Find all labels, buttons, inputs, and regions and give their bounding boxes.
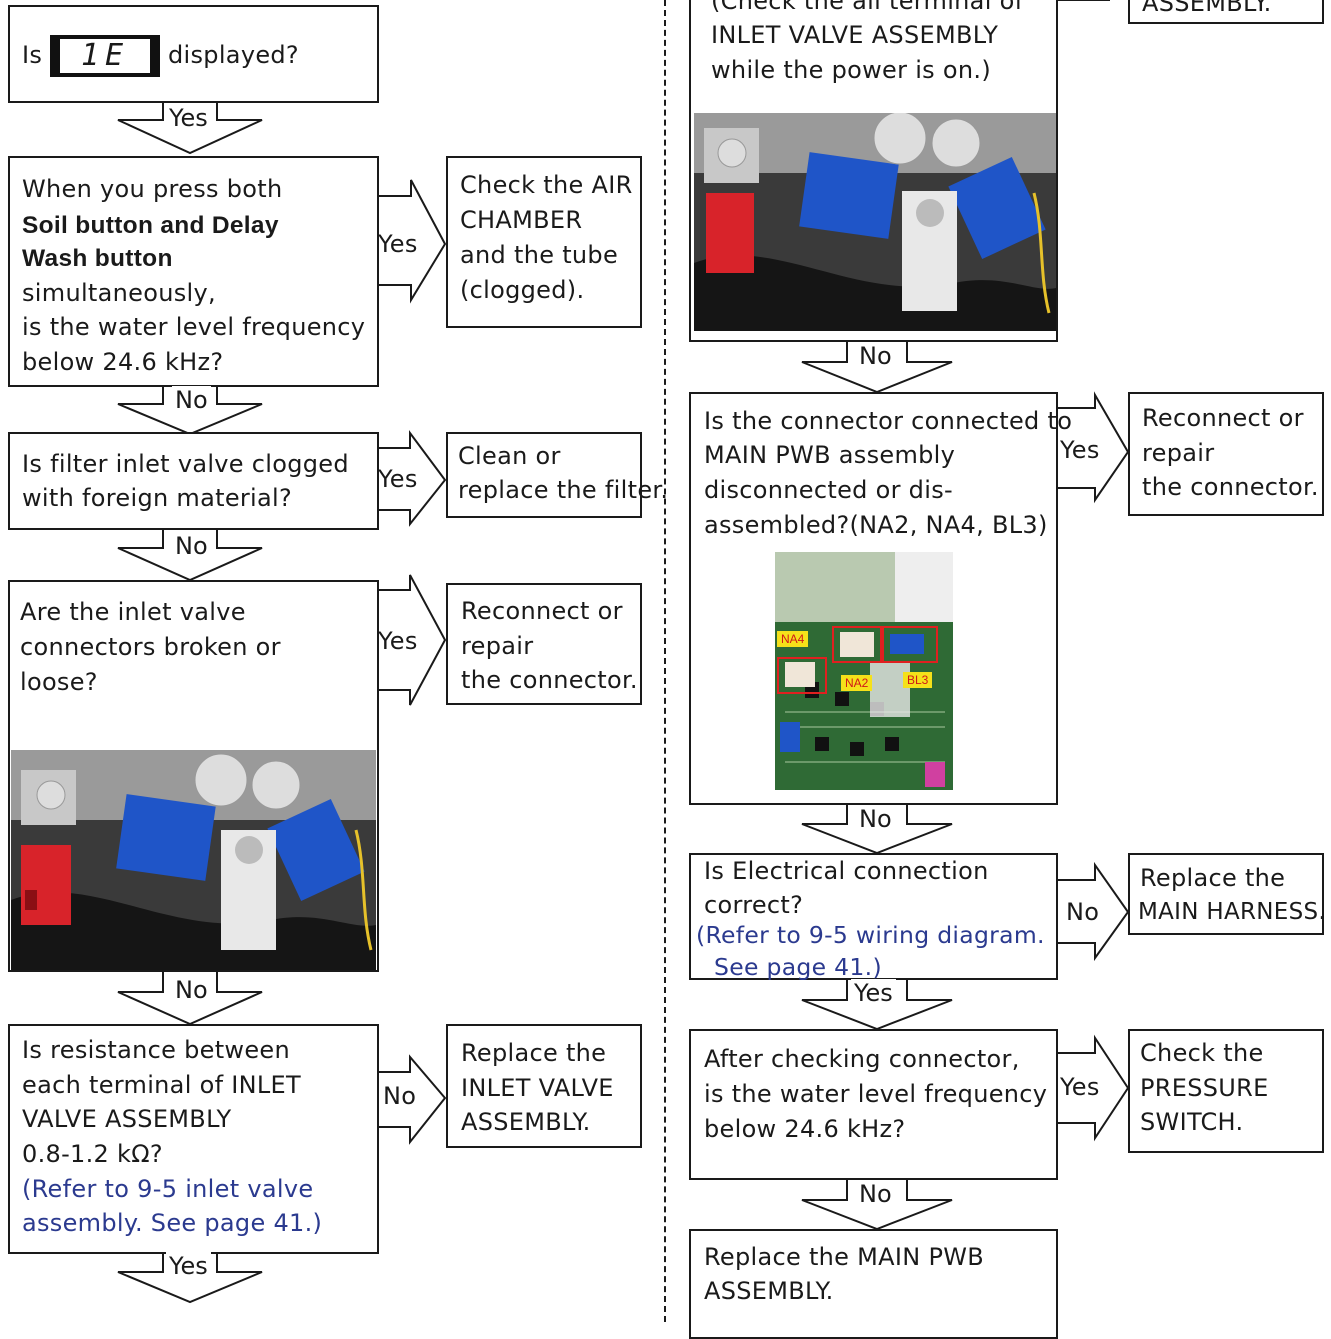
r-a4-line2: PRESSURE bbox=[1140, 1074, 1269, 1102]
a3-line2: replace the filter. bbox=[458, 476, 669, 504]
action-clean-filter bbox=[446, 432, 642, 518]
q2-rest1: simultaneously, bbox=[22, 279, 216, 307]
r-q2-line2: MAIN PWB assembly bbox=[704, 441, 956, 469]
q4-yes-label: Yes bbox=[378, 627, 418, 655]
r-q2-line1: Is the connector connected to bbox=[704, 407, 1073, 435]
action-air-chamber bbox=[446, 156, 642, 328]
q5-ref1: (Refer to 9-5 inlet valve bbox=[22, 1175, 314, 1203]
r-q3-ref1: (Refer to 9-5 wiring diagram. bbox=[696, 921, 1045, 949]
lcd-display: 1E bbox=[50, 35, 160, 77]
label-no: No bbox=[856, 342, 895, 370]
r-q3-no-label: No bbox=[1066, 898, 1100, 926]
q2-rest3: below 24.6 kHz? bbox=[22, 348, 224, 376]
a5-line1: Replace the bbox=[461, 1039, 607, 1067]
right-arrow-l3 bbox=[379, 429, 447, 527]
r-q3-line2: correct? bbox=[704, 891, 804, 919]
a4-line1: Reconnect or bbox=[461, 597, 623, 625]
a2-line2: CHAMBER bbox=[460, 206, 583, 234]
r-q1-line1: (Check the all terminal of bbox=[711, 0, 1024, 15]
r-a3-line2: MAIN HARNESS. bbox=[1138, 899, 1327, 925]
q5-ref2: assembly. See page 41.) bbox=[22, 1209, 323, 1237]
q2-bold1: Soil button and Delay bbox=[22, 212, 279, 239]
a4-line3: the connector. bbox=[461, 666, 638, 694]
a5-line2: INLET VALVE bbox=[461, 1074, 614, 1102]
step-resistance bbox=[8, 1024, 379, 1254]
inlet-valve-photo-2 bbox=[694, 113, 1056, 331]
r-q4-line2: is the water level frequency bbox=[704, 1080, 1048, 1108]
label-no: No bbox=[172, 532, 211, 560]
column-divider bbox=[664, 0, 666, 1322]
r-q5-line1: Replace the MAIN PWB bbox=[704, 1243, 985, 1271]
q4-line1: Are the inlet valve bbox=[20, 598, 246, 626]
right-arrow-l5 bbox=[379, 1054, 447, 1145]
q5-line4: 0.8-1.2 kΩ? bbox=[22, 1140, 163, 1168]
r-a2-line2: repair bbox=[1142, 439, 1215, 467]
right-arrow-l4 bbox=[379, 574, 447, 706]
q3-line2: with foreign material? bbox=[22, 484, 293, 512]
a2-line1: Check the AIR bbox=[460, 171, 633, 199]
q2-yes-label: Yes bbox=[378, 230, 418, 258]
step-display-suffix: displayed? bbox=[168, 41, 299, 69]
tag-na4: NA4 bbox=[777, 631, 809, 647]
q4-line3: loose? bbox=[20, 668, 98, 696]
q2-line1: When you press both bbox=[22, 175, 283, 203]
r-q3-line1: Is Electrical connection bbox=[704, 857, 989, 885]
action-reconnect bbox=[446, 583, 642, 705]
q5-line1: Is resistance between bbox=[22, 1036, 290, 1064]
label-yes: Yes bbox=[166, 104, 211, 132]
label-no: No bbox=[172, 976, 211, 1004]
q3-yes-label: Yes bbox=[378, 465, 418, 493]
label-no: No bbox=[856, 805, 895, 833]
r-a4-line3: SWITCH. bbox=[1140, 1108, 1244, 1136]
r-a2-line3: the connector. bbox=[1142, 473, 1319, 501]
a2-line4: (clogged). bbox=[460, 276, 585, 304]
r-q4-line3: below 24.6 kHz? bbox=[704, 1115, 906, 1143]
step-after-checking bbox=[689, 1029, 1058, 1180]
label-yes: Yes bbox=[166, 1252, 211, 1280]
r-q2-line3: disconnected or dis- bbox=[704, 476, 953, 504]
main-pwb-photo: NA4 NA2 BL3 bbox=[775, 552, 953, 790]
action-replace-harness bbox=[1128, 853, 1324, 935]
r-q1-line3: while the power is on.) bbox=[711, 56, 991, 84]
a4-line2: repair bbox=[461, 632, 534, 660]
r-a1-line1: ASSEMBLY. bbox=[1142, 0, 1272, 17]
q5-line3: VALVE ASSEMBLY bbox=[22, 1105, 232, 1133]
inlet-valve-photo bbox=[11, 750, 376, 970]
action-replace-assembly-top bbox=[1128, 0, 1324, 24]
q5-line2: each terminal of INLET bbox=[22, 1071, 301, 1099]
r-q2-yes-label: Yes bbox=[1060, 436, 1100, 464]
lcd-code: 1E bbox=[80, 38, 130, 73]
r-a4-line1: Check the bbox=[1140, 1039, 1264, 1067]
q4-line2: connectors broken or bbox=[20, 633, 281, 661]
step-filter bbox=[8, 432, 379, 530]
q5-no-label: No bbox=[383, 1082, 417, 1110]
r-q2-line4: assembled?(NA2, NA4, BL3) bbox=[704, 511, 1048, 539]
r-q1-line2: INLET VALVE ASSEMBLY bbox=[711, 21, 999, 49]
action-reconnect-pwb bbox=[1128, 392, 1324, 516]
step-replace-pwb bbox=[689, 1229, 1058, 1339]
q2-bold2: Wash button bbox=[22, 245, 173, 272]
q3-line1: Is filter inlet valve clogged bbox=[22, 450, 349, 478]
q2-rest2: is the water level frequency bbox=[22, 313, 366, 341]
a2-line3: and the tube bbox=[460, 241, 619, 269]
step-display-prefix: Is bbox=[22, 41, 43, 69]
label-yes: Yes bbox=[851, 979, 896, 1007]
r-q5-line2: ASSEMBLY. bbox=[704, 1277, 834, 1305]
tag-na2: NA2 bbox=[841, 675, 873, 691]
r-q4-line1: After checking connector, bbox=[704, 1045, 1020, 1073]
action-replace-valve bbox=[446, 1024, 642, 1148]
action-pressure-switch bbox=[1128, 1029, 1324, 1153]
r-q3-ref2: See page 41.) bbox=[714, 953, 882, 981]
a5-line3: ASSEMBLY. bbox=[461, 1108, 591, 1136]
label-no: No bbox=[856, 1180, 895, 1208]
a3-line1: Clean or bbox=[458, 442, 561, 470]
tag-bl3: BL3 bbox=[903, 672, 933, 688]
r-a3-line1: Replace the bbox=[1140, 864, 1286, 892]
r-q4-yes-label: Yes bbox=[1060, 1073, 1100, 1101]
r-a2-line1: Reconnect or bbox=[1142, 404, 1304, 432]
right-arrow-l2 bbox=[379, 179, 447, 304]
label-no: No bbox=[172, 386, 211, 414]
